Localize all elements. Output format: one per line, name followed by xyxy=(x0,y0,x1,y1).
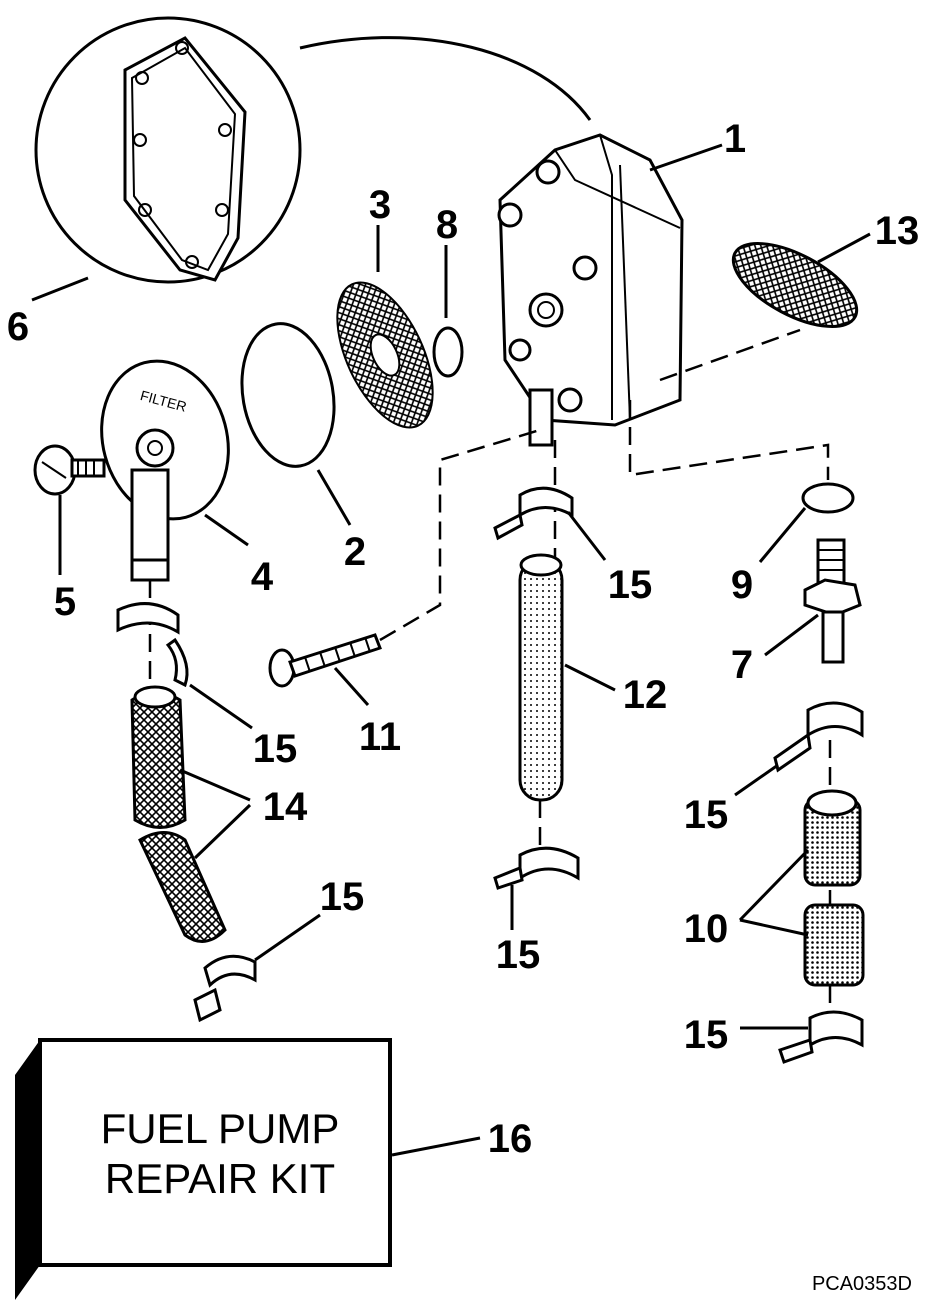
hose-clamp-4 xyxy=(493,846,580,930)
callout-8: 8 xyxy=(436,203,458,247)
repair-kit-box: FUEL PUMP REPAIR KIT xyxy=(15,1038,481,1300)
callout-12: 12 xyxy=(623,673,668,717)
hose-clamp-3 xyxy=(734,701,864,797)
fuel-pump-body xyxy=(497,133,723,447)
small-o-ring xyxy=(432,245,464,378)
callout-15-b: 15 xyxy=(253,727,298,771)
hose-fitting xyxy=(764,538,862,664)
short-fuel-hoses xyxy=(130,685,252,943)
callout-13: 13 xyxy=(875,209,920,253)
callout-14: 14 xyxy=(263,785,308,829)
hose-clamp-6 xyxy=(740,1010,864,1064)
callout-15-d: 15 xyxy=(496,933,541,977)
kit-label-line-2: REPAIR KIT xyxy=(105,1155,335,1202)
callout-2: 2 xyxy=(344,530,366,574)
callout-3: 3 xyxy=(369,183,391,227)
mounting-screw xyxy=(268,633,382,706)
callout-9: 9 xyxy=(731,563,753,607)
filter-cover: FILTER xyxy=(100,359,249,582)
callout-1: 1 xyxy=(724,117,746,161)
outlet-gasket xyxy=(731,232,871,328)
hose-clamp-5 xyxy=(193,913,321,1023)
outlet-hoses xyxy=(738,789,865,987)
callout-6: 6 xyxy=(7,305,29,349)
fitting-o-ring xyxy=(758,482,855,563)
gasket-detail-circle xyxy=(31,16,592,302)
kit-label-line-1: FUEL PUMP xyxy=(101,1105,340,1152)
hose-clamp-2 xyxy=(116,602,253,730)
callout-11: 11 xyxy=(359,715,401,759)
large-o-ring xyxy=(240,322,352,526)
callout-15-c: 15 xyxy=(684,793,729,837)
callout-5: 5 xyxy=(54,580,76,624)
cover-screw xyxy=(33,444,106,575)
callout-4: 4 xyxy=(251,555,274,599)
diagram-code: PCA0353D xyxy=(812,1273,912,1295)
callout-16: 16 xyxy=(488,1117,533,1161)
callout-10: 10 xyxy=(684,907,729,951)
hose-clamp-1 xyxy=(493,486,607,561)
callout-7: 7 xyxy=(731,643,753,687)
long-fuel-hose xyxy=(518,553,616,802)
callout-15-f: 15 xyxy=(684,1013,729,1057)
callout-15-e: 15 xyxy=(320,875,365,919)
callout-15-a: 15 xyxy=(608,563,653,607)
filter-screen xyxy=(336,225,434,429)
